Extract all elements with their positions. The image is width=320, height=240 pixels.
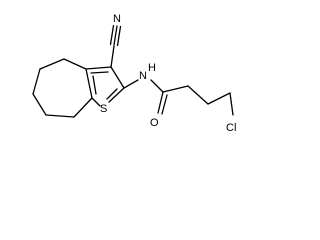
nitrile-group	[109, 24, 122, 68]
amide-nitrogen-label: N	[139, 70, 147, 82]
chlorine-label: Cl	[226, 122, 236, 134]
amide-hydrogen-label: H	[148, 62, 156, 74]
thiophene-ring	[85, 66, 125, 107]
chemical-structure: N N H S O Cl	[32, 13, 236, 134]
cycloheptane-ring	[32, 58, 93, 118]
sulfur-label: S	[100, 103, 107, 115]
side-chain	[123, 79, 234, 116]
oxygen-label: O	[150, 117, 159, 129]
nitrile-nitrogen-label: N	[113, 13, 121, 25]
